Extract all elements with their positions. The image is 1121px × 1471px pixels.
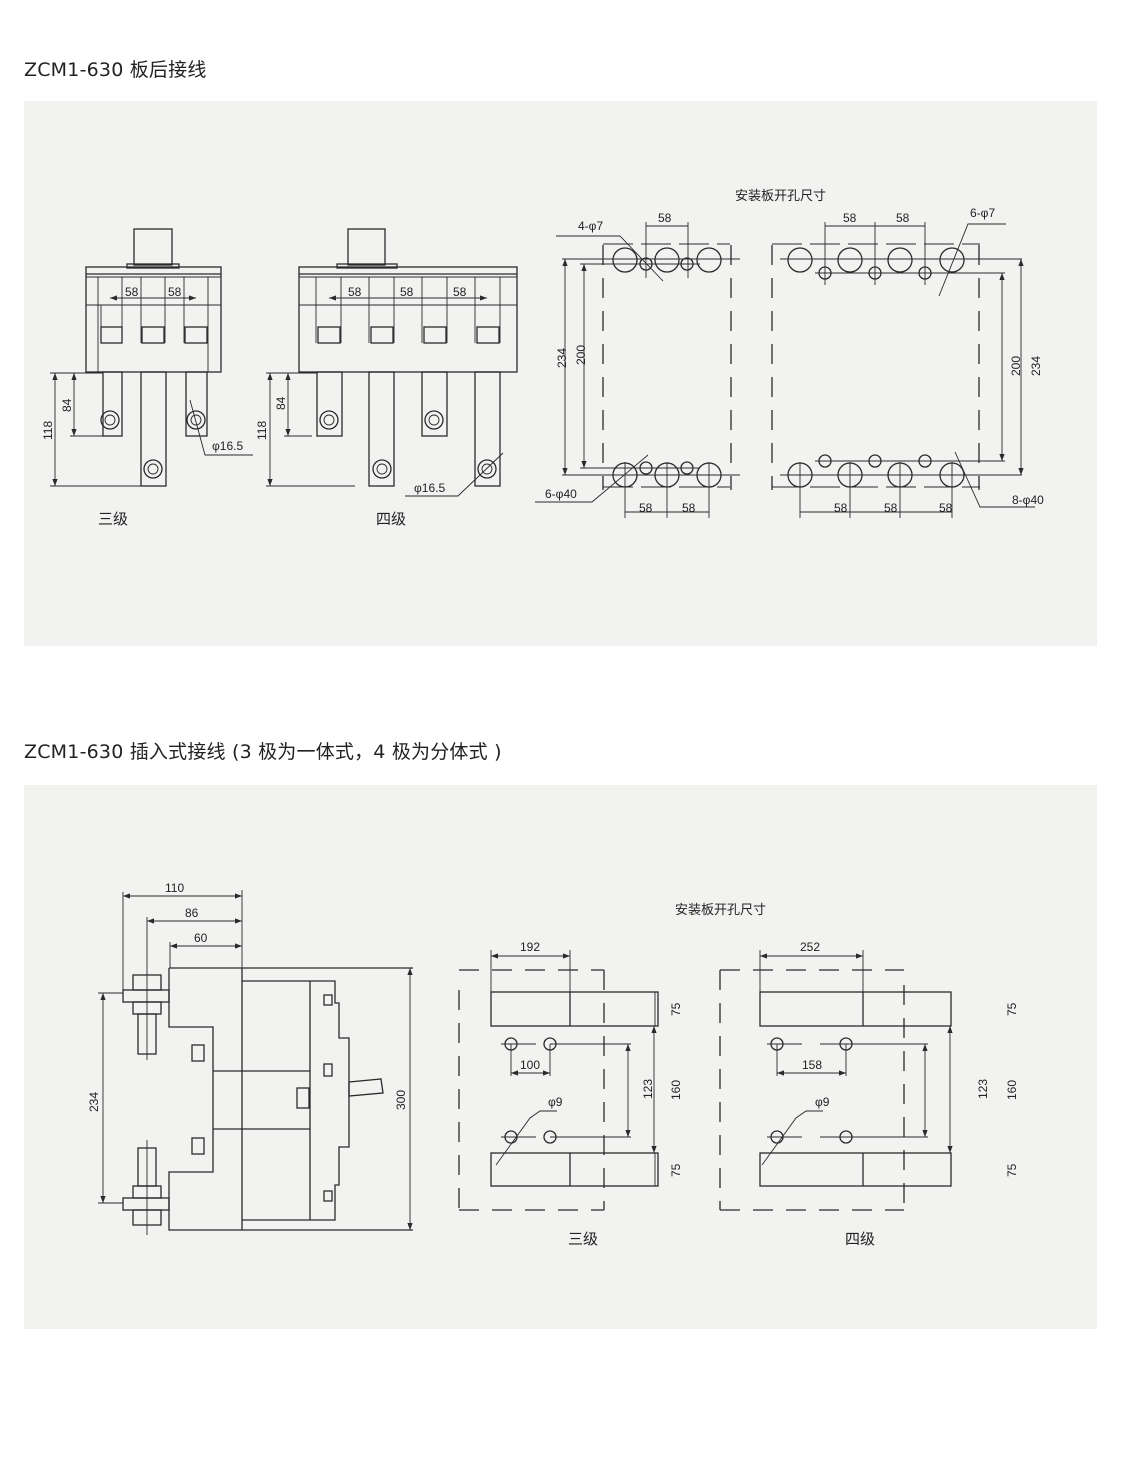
section-title-plug-in-wiring: ZCM1-630 插入式接线 (3 极为一体式，4 极为分体式 ) — [24, 741, 502, 763]
dim-height: 300 — [394, 1090, 408, 1110]
dim-bottom-spacing: 58 — [639, 501, 653, 515]
dim-bottom-spacing: 58 — [682, 501, 696, 515]
four-pole-caption: 四级 — [845, 1231, 875, 1248]
dim-height-short: 84 — [60, 398, 74, 412]
rear-wiring-drawing-panel — [24, 101, 1097, 646]
dim-bottom-spacing: 58 — [939, 501, 953, 515]
dim-height-long: 118 — [41, 421, 55, 440]
three-pole-plug-in-cutout: 192 100 123 160 75 75 φ9 三级 — [458, 940, 683, 1248]
four-pole-plug-in-cutout: 252 158 123 160 75 75 φ9 四级 — [719, 940, 1019, 1248]
dim-inner: 200 — [574, 345, 588, 365]
four-pole-caption: 四级 — [376, 511, 406, 528]
dim-pole-spacing: 58 — [453, 285, 467, 299]
dim-depth: 110 — [165, 881, 184, 895]
big-hole-label: 6-φ40 — [545, 487, 577, 501]
four-pole-rear-view: 58 58 58 118 84 φ16.5 四级 — [255, 228, 518, 528]
dim-width: 192 — [520, 940, 540, 954]
dim-depth: 60 — [194, 931, 208, 945]
dim-band-top: 75 — [669, 1002, 683, 1016]
dim-depth: 86 — [185, 906, 199, 920]
dim-hole-diameter: φ16.5 — [414, 481, 445, 495]
dim-inner: 160 — [1005, 1080, 1019, 1100]
big-hole-label: 8-φ40 — [1012, 493, 1044, 507]
dim-top-spacing: 58 — [658, 211, 672, 225]
plug-in-side-view: 110 86 60 234 300 — [87, 881, 413, 1235]
dim-inner: 200 — [1009, 356, 1023, 376]
dim-outer: 234 — [1029, 356, 1043, 376]
three-pole-rear-view: 58 58 118 84 φ16.5 三级 — [41, 228, 253, 528]
dim-outer: 234 — [555, 348, 569, 368]
dim-pole-spacing: 58 — [168, 285, 182, 299]
three-pole-panel-cutout: 234 200 58 4-φ7 6-φ40 58 58 — [535, 211, 740, 518]
dim-top-spacing: 58 — [896, 211, 910, 225]
plug-in-wiring-drawing-panel — [24, 785, 1097, 1329]
dim-width: 252 — [800, 940, 820, 954]
panel-cutout-heading: 安装板开孔尺寸 — [675, 902, 766, 917]
dim-hole-spacing: 100 — [520, 1058, 540, 1072]
dim-band-top: 75 — [1005, 1002, 1019, 1016]
dim-terminal-pitch: 234 — [87, 1092, 101, 1112]
panel-cutout-heading: 安装板开孔尺寸 — [735, 188, 826, 203]
dim-height-short: 84 — [274, 396, 288, 410]
four-pole-panel-cutout: 200 234 58 58 6-φ7 8-φ40 58 58 58 — [771, 206, 1044, 518]
small-hole-label: 6-φ7 — [970, 206, 995, 220]
section-title-rear-wiring: ZCM1-630 板后接线 — [24, 59, 207, 81]
dim-bottom-spacing: 58 — [884, 501, 898, 515]
dim-hole-diameter: φ16.5 — [212, 439, 243, 453]
dim-pole-spacing: 58 — [400, 285, 414, 299]
three-pole-caption: 三级 — [98, 511, 128, 528]
three-pole-caption: 三级 — [568, 1231, 598, 1248]
dim-top-spacing: 58 — [843, 211, 857, 225]
hole-diameter-label: φ9 — [548, 1095, 563, 1109]
dim-pole-spacing: 58 — [348, 285, 362, 299]
dim-band-bottom: 75 — [1005, 1163, 1019, 1177]
dim-bottom-spacing: 58 — [834, 501, 848, 515]
dim-height-long: 118 — [255, 421, 269, 440]
dim-hole-pitch: 123 — [976, 1079, 990, 1099]
dim-inner: 160 — [669, 1080, 683, 1100]
dim-band-bottom: 75 — [669, 1163, 683, 1177]
hole-diameter-label: φ9 — [815, 1095, 830, 1109]
dim-hole-spacing: 158 — [802, 1058, 822, 1072]
small-hole-label: 4-φ7 — [578, 219, 603, 233]
dim-pole-spacing: 58 — [125, 285, 139, 299]
dim-hole-pitch: 123 — [641, 1079, 655, 1099]
